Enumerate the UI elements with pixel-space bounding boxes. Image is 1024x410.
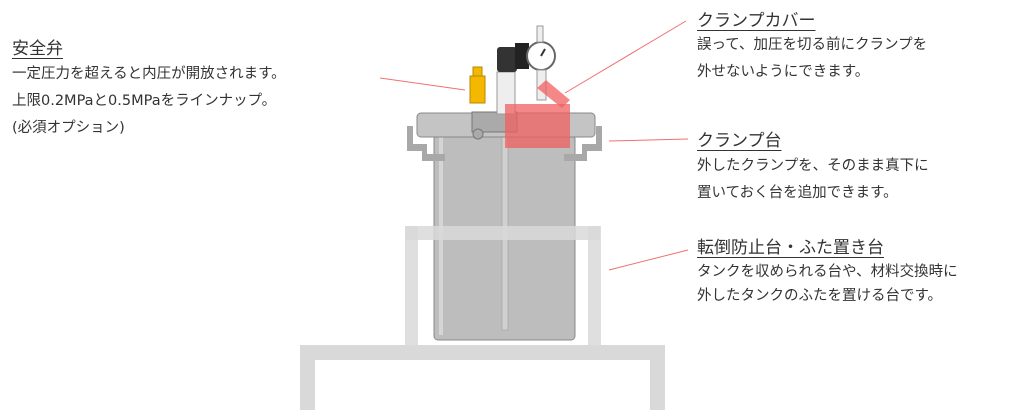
anti-tip-stand-description: タンクを収められる台や、材料交換時に 外したタンクのふたを置ける台です。 bbox=[697, 260, 958, 308]
text-line: 一定圧力を超えると内圧が開放されます。 bbox=[12, 66, 286, 82]
text-line: 外せないようにできます。 bbox=[697, 64, 870, 80]
leader-lines bbox=[379, 20, 689, 271]
lid-stand bbox=[300, 345, 665, 410]
text-line: 上限0.2MPaと0.5MPaをラインナップ。 bbox=[12, 93, 277, 109]
anti-tip-stand-title: 転倒防止台・ふた置き台 bbox=[697, 238, 884, 258]
text-line: 置いておく台を追加できます。 bbox=[697, 185, 898, 201]
clamp-cover-title: クランプカバー bbox=[697, 11, 816, 31]
text-line: タンクを収められる台や、材料交換時に bbox=[697, 264, 958, 280]
text-line: 誤って、加圧を切る前にクランプを bbox=[697, 37, 928, 53]
text-line: 外したクランプを、そのまま真下に bbox=[697, 158, 929, 174]
clamp-stand bbox=[407, 126, 602, 161]
clamp-stand-description: 外したクランプを、そのまま真下に 置いておく台を追加できます。 bbox=[697, 153, 929, 207]
text-line: (必須オプション) bbox=[12, 120, 125, 136]
safety-valve bbox=[469, 66, 486, 104]
text-line: 外したタンクのふたを置ける台です。 bbox=[697, 288, 943, 304]
safety-valve-description: 一定圧力を超えると内圧が開放されます。 上限0.2MPaと0.5MPaをラインナ… bbox=[12, 61, 286, 142]
clamp-cover-highlight bbox=[505, 80, 570, 148]
clamp-stand-title: クランプ台 bbox=[697, 131, 782, 151]
safety-valve-title: 安全弁 bbox=[12, 39, 63, 59]
clamp-cover-description: 誤って、加圧を切る前にクランプを 外せないようにできます。 bbox=[697, 32, 927, 86]
anti-tip-stand bbox=[405, 226, 601, 346]
